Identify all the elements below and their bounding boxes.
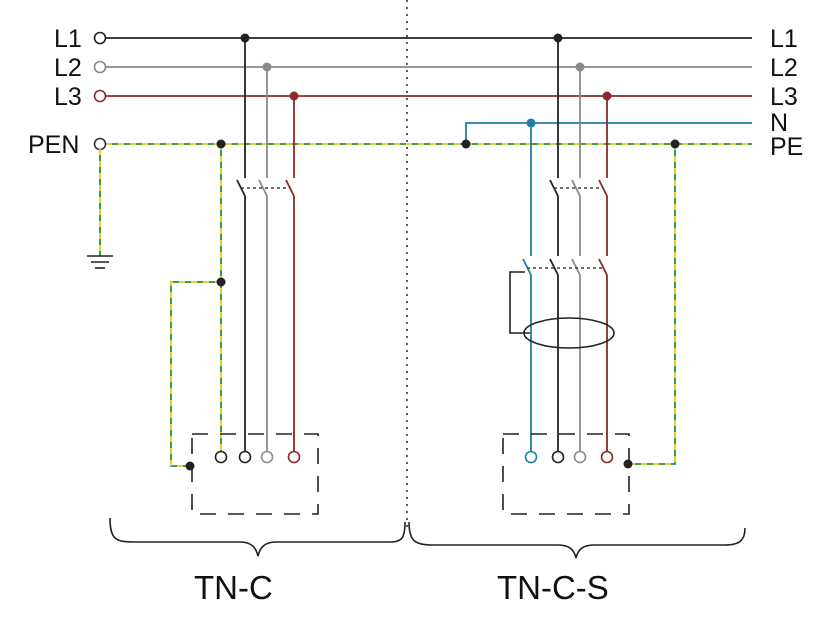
tncs-load-terminal-n (524, 450, 538, 464)
brace-left (109, 517, 406, 557)
tn-c-s-circuit (461, 33, 680, 515)
tncs-node-l3 (602, 91, 612, 101)
tncs-node-n (526, 118, 536, 128)
bus-n (465, 122, 752, 144)
tncs-load-enclosure (502, 433, 630, 515)
tncs-node-housing (623, 459, 633, 469)
label-right-pe: PE (770, 133, 803, 161)
label-left-l1: L1 (54, 25, 82, 53)
terminal-l2 (93, 60, 107, 74)
tnc-load-terminal-pen (214, 450, 228, 464)
label-left-pen: PEN (28, 131, 79, 159)
tncs-node-l2 (575, 62, 585, 72)
earth-ground (87, 149, 113, 269)
tncs-main-switch (549, 179, 608, 256)
tnc-pe-loop-yellow (170, 281, 221, 467)
tnc-node-l2 (262, 62, 272, 72)
terminal-pen (93, 137, 107, 151)
terminal-l1 (93, 31, 107, 45)
tncs-load-terminal-l3 (600, 450, 614, 464)
label-system-tn-c-s: TN-C-S (497, 569, 609, 606)
tncs-pe-drop-green (630, 144, 676, 465)
label-system-tn-c: TN-C (194, 569, 273, 606)
ground-symbol-icon (87, 255, 113, 269)
tncs-load-terminal-l1 (551, 450, 565, 464)
tncs-load-terminal-l2 (573, 450, 587, 464)
tncs-node-l1 (553, 33, 563, 43)
busbars (106, 37, 752, 145)
label-right-l3: L3 (770, 83, 798, 111)
tncs-node-pen-split (461, 139, 471, 149)
label-right-l2: L2 (770, 54, 798, 82)
tnc-node-pen (216, 139, 226, 149)
tncs-node-pe (670, 139, 680, 149)
tnc-pe-loop-green (170, 281, 221, 467)
label-right-n: N (770, 109, 788, 137)
tnc-load-terminal-l3 (287, 450, 301, 464)
tnc-breaker (236, 179, 295, 451)
tncs-rcd (509, 258, 615, 451)
terminal-l3 (93, 89, 107, 103)
brace-right (408, 521, 746, 559)
tnc-load-terminal-l2 (260, 450, 274, 464)
tnc-node-l1 (240, 33, 250, 43)
tnc-node-pe-branch (216, 277, 226, 287)
label-left-l2: L2 (54, 54, 82, 82)
supply-terminals (93, 31, 107, 151)
label-left-l3: L3 (54, 83, 82, 111)
tncs-rcd-toroid (523, 317, 615, 349)
tncs-pe-drop-yellow (630, 144, 676, 465)
tnc-node-l3 (289, 91, 299, 101)
label-right-l1: L1 (770, 25, 798, 53)
tn-c-circuit (170, 33, 319, 515)
tnc-load-enclosure (191, 433, 319, 515)
tnc-load-terminal-l1 (238, 450, 252, 464)
tnc-node-housing (185, 461, 195, 471)
